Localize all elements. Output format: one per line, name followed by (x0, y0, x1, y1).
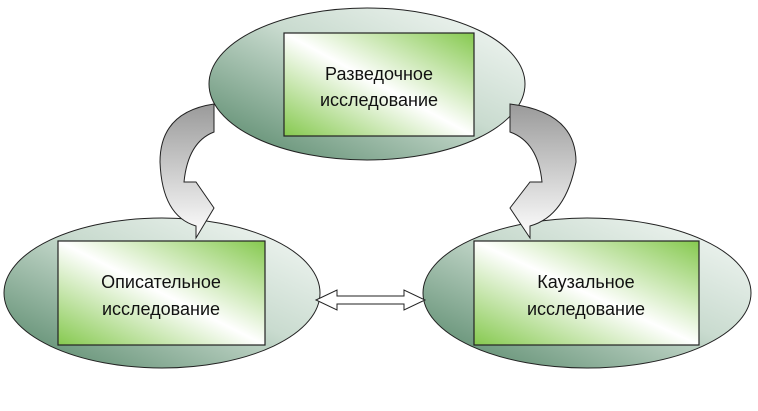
double-arrow (314, 289, 427, 311)
causal-label-line2: исследование (527, 299, 645, 319)
causal-label-line1: Каузальное (537, 272, 634, 292)
descriptive-label-line1: Описательное (101, 272, 221, 292)
double-arrow-shape (314, 289, 427, 311)
descriptive-label-line2: исследование (102, 299, 220, 319)
descriptive-box (57, 240, 266, 346)
causal-box (473, 240, 700, 346)
node-exploratory: Разведочное исследование (208, 7, 526, 161)
exploratory-box (283, 32, 475, 137)
exploratory-label-line1: Разведочное (325, 64, 433, 84)
curved-arrow-right (509, 103, 577, 240)
exploratory-label-line2: исследование (320, 90, 438, 110)
node-descriptive: Описательное исследование (3, 217, 321, 369)
curved-arrow-left-shape (159, 103, 215, 240)
curved-arrow-left (159, 103, 215, 240)
curved-arrow-right-shape (509, 103, 577, 240)
node-causal: Каузальное исследование (422, 217, 752, 369)
